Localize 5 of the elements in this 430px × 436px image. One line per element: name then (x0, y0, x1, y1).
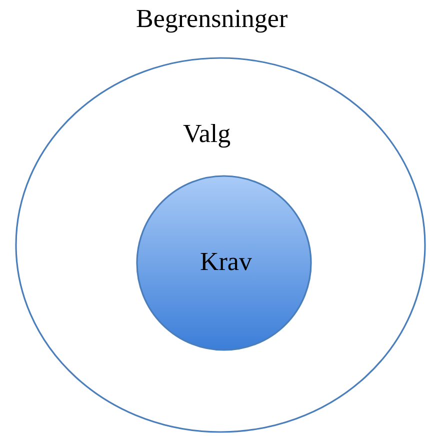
outer-ellipse (15, 57, 426, 433)
node-label: Krav (200, 247, 252, 277)
inner-circle (136, 175, 312, 351)
node-label: Valg (183, 119, 231, 149)
region-label: Begrensninger (136, 4, 288, 34)
